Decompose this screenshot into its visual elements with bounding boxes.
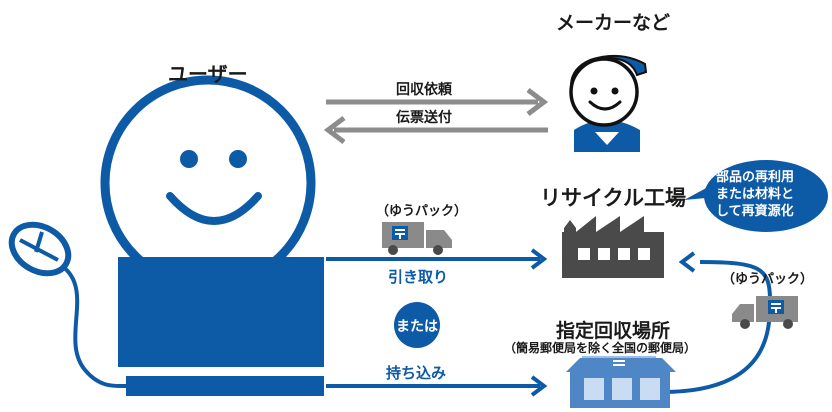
maker-figure [569,54,648,152]
factory-icon [562,216,664,278]
request-label: 回収依頼 [396,82,452,98]
user-eye-left [180,150,198,168]
yupack-right-label: （ゆうパック） [722,272,814,287]
factory-label: リサイクル工場 [540,186,686,210]
user-figure [100,75,324,396]
result-text: 部品の再利用 または材料と して再資源化 [716,169,794,220]
result-line-2: または材料と [716,187,795,202]
user-eye-right [229,150,247,168]
yupack-truck-right-icon [732,296,798,329]
maker-head-icon [569,57,639,127]
pickup-label: 引き取り [388,268,449,286]
post-office-icon [566,356,676,408]
computer-screen-icon [118,257,324,367]
slip-arrow [323,116,548,144]
keyboard-icon [126,376,324,396]
slip-label: 伝票送付 [396,110,452,126]
dropoff-note: （簡易郵便局を除く全国の郵便局） [504,341,697,355]
maker-cap-icon [570,54,648,85]
computer-mouse-icon [8,221,127,389]
request-arrow [326,88,549,116]
yupack-top-label: （ゆうパック） [376,204,468,219]
user-head-icon [100,75,316,291]
or-label: または [396,319,438,335]
pickup-arrow [326,248,548,270]
user-smile [166,192,262,225]
bring-in-label: 持ち込み [386,364,447,382]
or-badge [394,302,440,348]
result-bubble [684,160,828,232]
bring-in-arrow [326,375,548,397]
user-label: ユーザー [168,62,248,86]
result-line-3: して再資源化 [716,204,794,219]
result-line-1: 部品の再利用 [716,170,795,185]
dropoff-label: 指定回収場所 [556,320,671,342]
maker-label: メーカーなど [556,12,671,34]
yupack-truck-icon [382,222,452,255]
